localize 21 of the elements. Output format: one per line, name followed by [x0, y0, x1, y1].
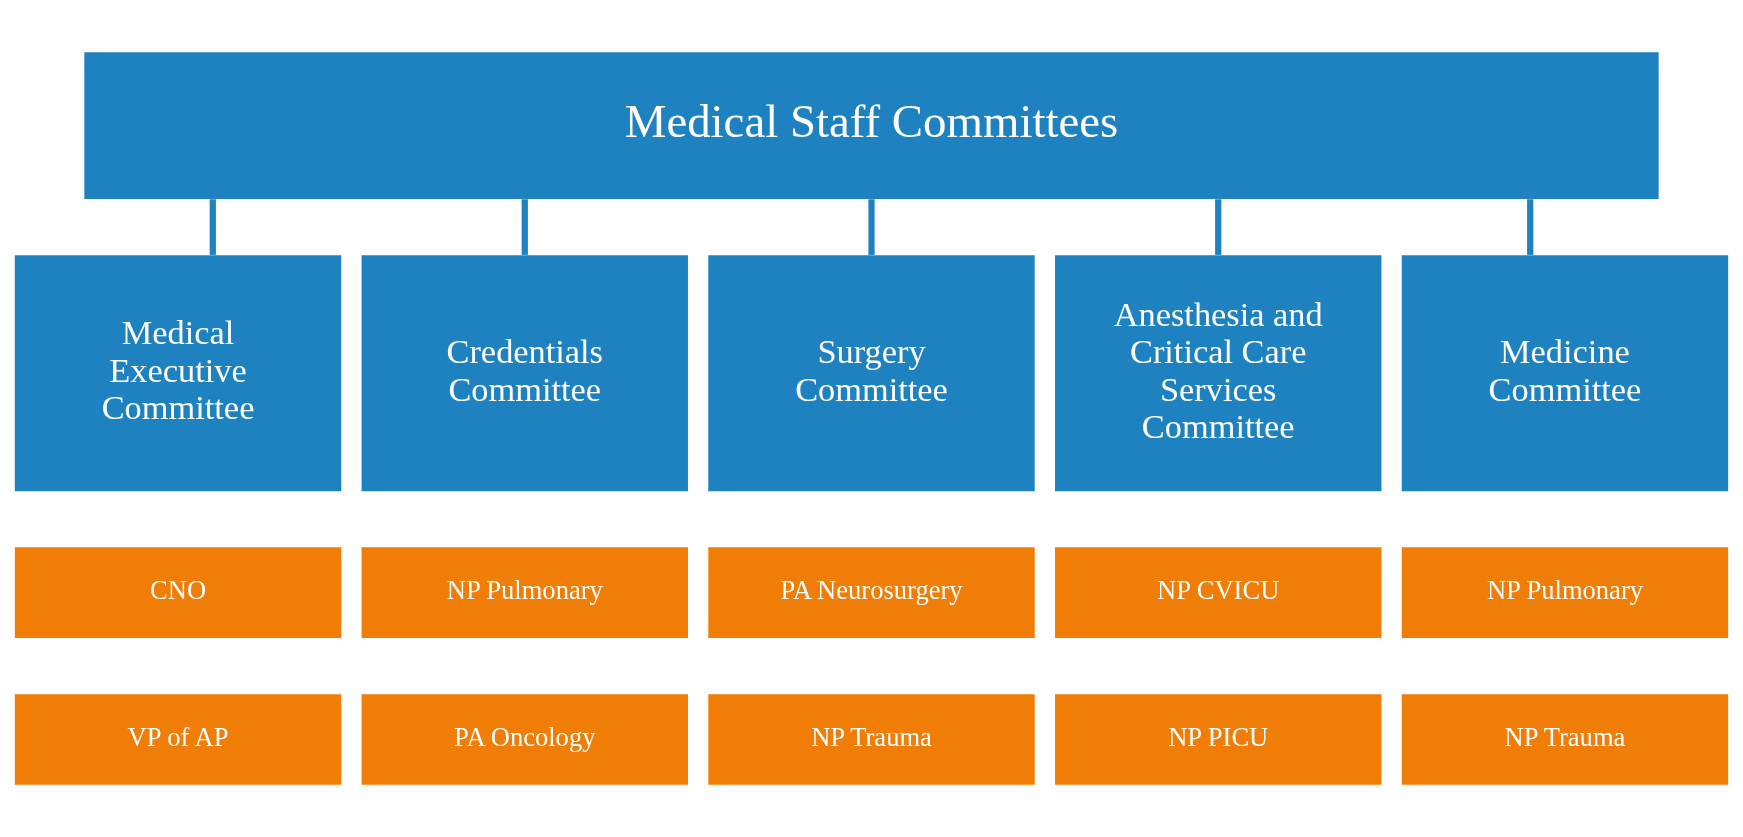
node-box: PA Neurosurgery: [708, 547, 1035, 638]
node-box: NP PICU: [1055, 694, 1382, 785]
node-box: NP Trauma: [1401, 694, 1729, 785]
node-box: Medical Executive Committee: [14, 255, 342, 492]
node-box: PA Oncology: [361, 694, 688, 785]
connector: [209, 199, 216, 255]
connector: [521, 199, 528, 255]
node-box: Credentials Committee: [361, 255, 688, 492]
node-box: NP CVICU: [1055, 547, 1382, 638]
node-box: NP Pulmonary: [1401, 547, 1729, 638]
node-box: Surgery Committee: [708, 255, 1035, 492]
connector: [1215, 199, 1222, 255]
node-box: Medical Staff Committees: [84, 52, 1659, 200]
node-box: VP of AP: [14, 694, 342, 785]
node-box: Medicine Committee: [1401, 255, 1729, 492]
node-box: NP Pulmonary: [361, 547, 688, 638]
node-box: CNO: [14, 547, 342, 638]
connector: [1527, 199, 1534, 255]
node-box: NP Trauma: [708, 694, 1035, 785]
connector: [868, 199, 875, 255]
node-box: Anesthesia and Critical Care Services Committee: [1055, 255, 1382, 492]
